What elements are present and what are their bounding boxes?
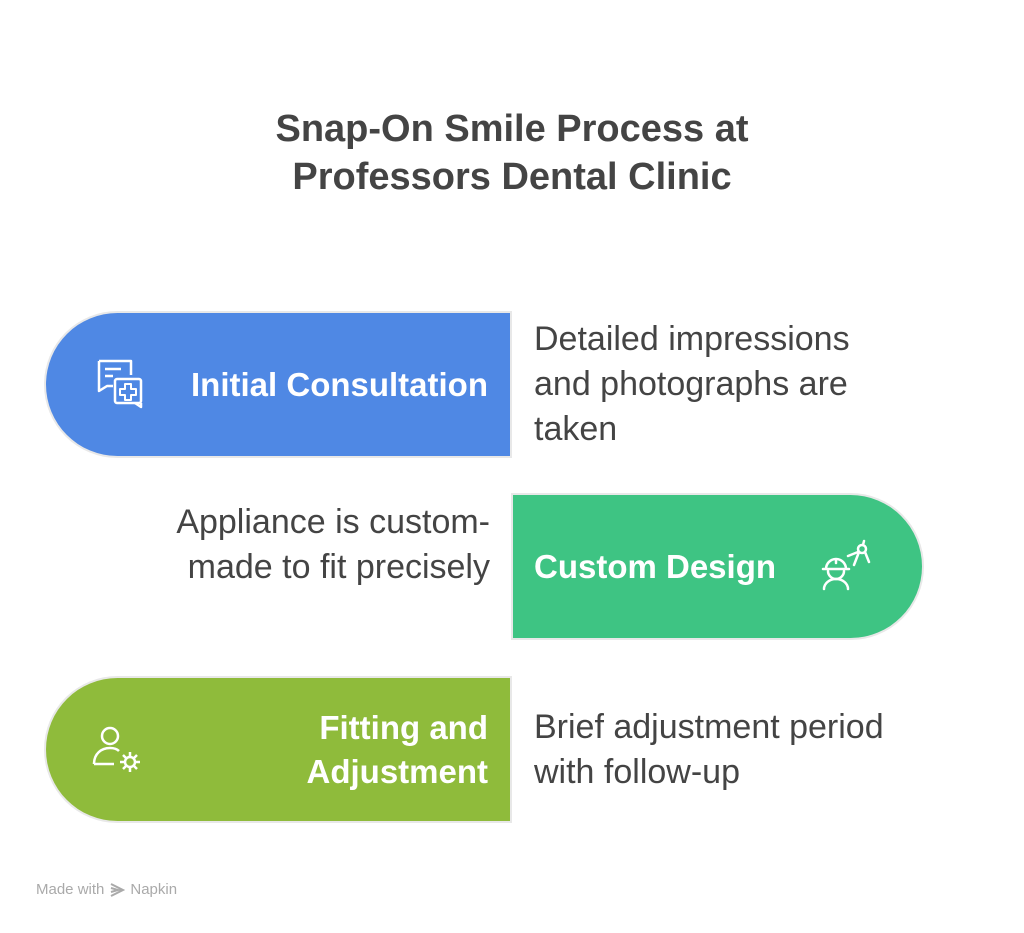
napkin-brand-text: Napkin [130,881,178,898]
napkin-watermark: Made with Napkin [36,881,177,898]
title-line-1: Snap-On Smile Process at [275,108,749,150]
page-title: Snap-On Smile Process at Professors Dent… [0,105,1024,201]
napkin-logo-icon [110,882,126,897]
step-fitting-adjustment: Fitting and Adjustment [46,678,510,821]
medical-chat-icon [97,359,143,409]
step-label: Fitting and Adjustment [306,708,489,790]
step-label: Initial Consultation [191,365,488,403]
title-line-2: Professors Dental Clinic [292,156,732,198]
step-description: Detailed impressions and photographs are… [534,320,850,448]
engineer-compass-icon [821,539,871,591]
step-description: Brief adjustment period with follow-up [534,708,884,791]
made-with-text: Made with [36,881,105,898]
step-initial-consultation: Initial Consultation [46,313,510,456]
step-label: Custom Design [534,547,777,585]
step-description: Appliance is custom-made to fit precisel… [176,503,490,586]
step-custom-design: Custom Design [513,495,922,638]
user-gear-icon [92,726,140,772]
